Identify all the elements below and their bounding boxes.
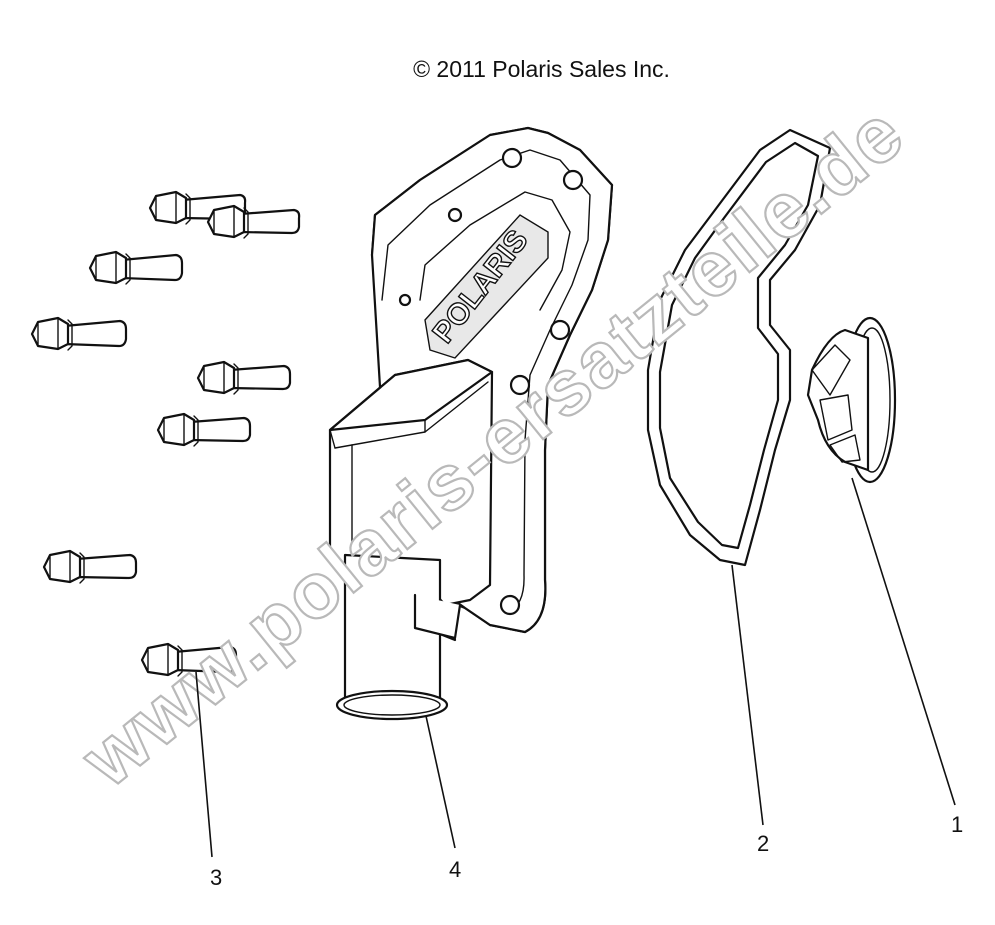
gasket — [646, 128, 832, 567]
bolt-set — [30, 190, 301, 677]
copyright-text: © 2011 Polaris Sales Inc. — [413, 56, 670, 82]
leader-line-4 — [425, 715, 456, 849]
bolt — [206, 204, 301, 239]
leader-line-2 — [731, 564, 764, 826]
bolt — [140, 642, 238, 677]
callout-4: 4 — [449, 857, 461, 882]
pump-cover: POLARIS — [328, 126, 614, 721]
leader-line-3 — [195, 671, 213, 858]
leader-line-1 — [851, 477, 956, 806]
bolt — [156, 412, 252, 447]
impeller — [806, 316, 897, 484]
bolt — [88, 250, 184, 285]
callout-3: 3 — [210, 865, 222, 890]
callout-2: 2 — [757, 831, 769, 856]
callout-1: 1 — [951, 812, 963, 837]
bolt — [196, 360, 292, 395]
bolt — [30, 316, 128, 351]
bolt — [42, 549, 138, 584]
